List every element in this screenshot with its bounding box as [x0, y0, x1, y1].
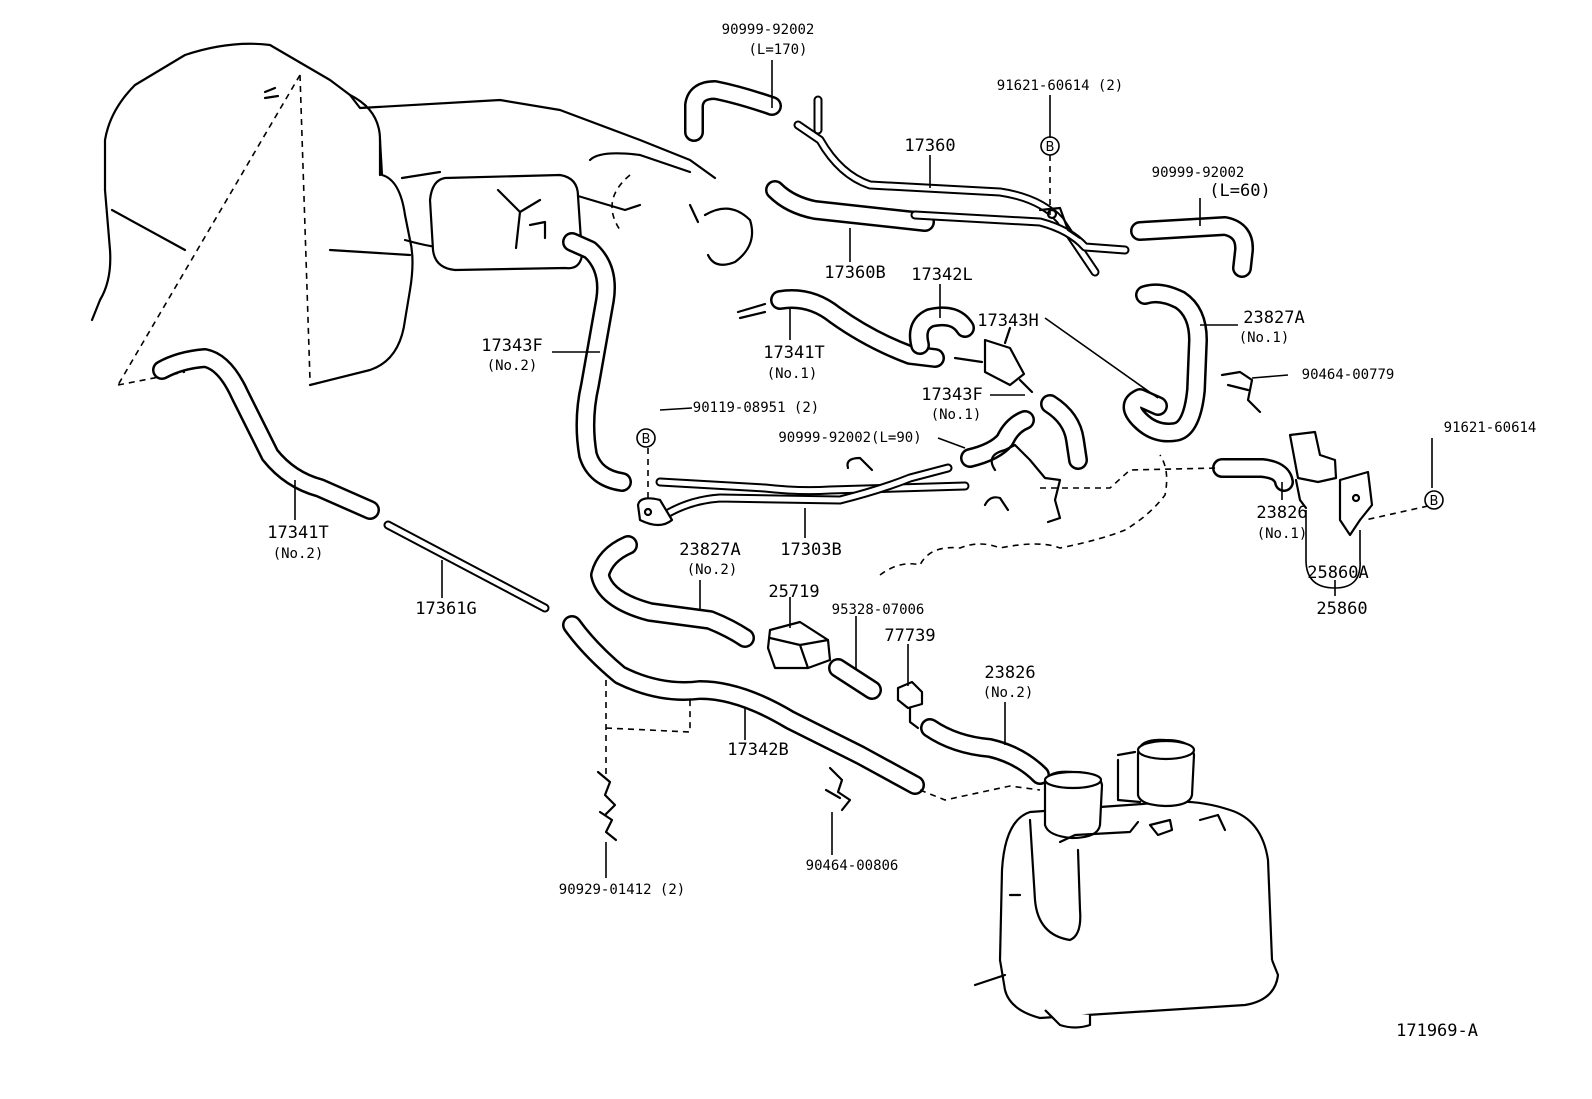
diagram-id: 171969-A	[1396, 1021, 1478, 1041]
label-23827a-no2-sub: (No.2)	[687, 562, 738, 578]
label-91621-60614-2: 91621-60614 (2)	[997, 78, 1123, 94]
callout-b-right: B	[1424, 490, 1444, 510]
dashed-connectors	[605, 155, 1429, 801]
label-90464-00779: 90464-00779	[1302, 367, 1395, 383]
label-90999-92002-l170: 90999-92002	[722, 22, 815, 38]
label-17341t-no2: 17341T	[267, 523, 328, 543]
label-17361g: 17361G	[415, 599, 476, 619]
label-23826-no1-sub: (No.1)	[1257, 526, 1308, 542]
engine-outline	[90, 42, 754, 387]
label-17343f-no1: 17343F	[921, 385, 982, 405]
label-90929-01412: 90929-01412 (2)	[559, 882, 685, 898]
label-23826-no1: 23826	[1256, 503, 1307, 523]
label-25719: 25719	[768, 582, 819, 602]
label-17343h: 17343H	[977, 311, 1038, 331]
label-17342b: 17342B	[727, 740, 788, 760]
charcoal-canister	[973, 738, 1280, 1029]
label-77739: 77739	[884, 626, 935, 646]
label-17343f-no1-sub: (No.1)	[931, 407, 982, 423]
leader-lines	[294, 60, 1433, 878]
label-l170: (L=170)	[748, 42, 807, 58]
label-17343f-no2-sub: (No.2)	[487, 358, 538, 374]
callout-b-middle: B	[636, 428, 656, 448]
label-23827a-no2: 23827A	[679, 540, 740, 560]
label-17342l: 17342L	[911, 265, 972, 285]
label-l60: (L=60)	[1209, 181, 1270, 201]
label-95328-07006: 95328-07006	[832, 602, 925, 618]
label-17343f-no2: 17343F	[481, 336, 542, 356]
svg-text:B: B	[1046, 140, 1055, 155]
label-17341t-no1: 17341T	[763, 343, 824, 363]
label-25860: 25860	[1316, 599, 1367, 619]
label-17341t-no2-sub: (No.2)	[273, 546, 324, 562]
label-23827a-no1-sub: (No.1)	[1239, 330, 1290, 346]
label-90119-08951: 90119-08951 (2)	[693, 400, 819, 416]
label-17360b: 17360B	[824, 263, 885, 283]
label-17303b: 17303B	[780, 540, 841, 560]
label-25860a: 25860A	[1307, 563, 1368, 583]
part-labels: 90999-92002 (L=170) 91621-60614 (2) 1736…	[267, 22, 1536, 1041]
label-90999-92002-l90: 90999-92002(L=90)	[778, 430, 921, 446]
hoses	[152, 80, 1294, 795]
svg-text:B: B	[1430, 494, 1439, 509]
callout-marks: B B B	[636, 136, 1444, 510]
label-17341t-no1-sub: (No.1)	[767, 366, 818, 382]
label-17360: 17360	[904, 136, 955, 156]
svg-text:B: B	[642, 432, 651, 447]
label-23826-no2-sub: (No.2)	[983, 685, 1034, 701]
callout-b-top: B	[1040, 136, 1060, 156]
label-23826-no2: 23826	[984, 663, 1035, 683]
label-91621-60614: 91621-60614	[1444, 420, 1537, 436]
label-90464-00806: 90464-00806	[806, 858, 899, 874]
small-parts	[596, 206, 1374, 842]
label-90999-92002-l60: 90999-92002	[1152, 165, 1245, 181]
label-23827a-no1: 23827A	[1243, 308, 1304, 328]
